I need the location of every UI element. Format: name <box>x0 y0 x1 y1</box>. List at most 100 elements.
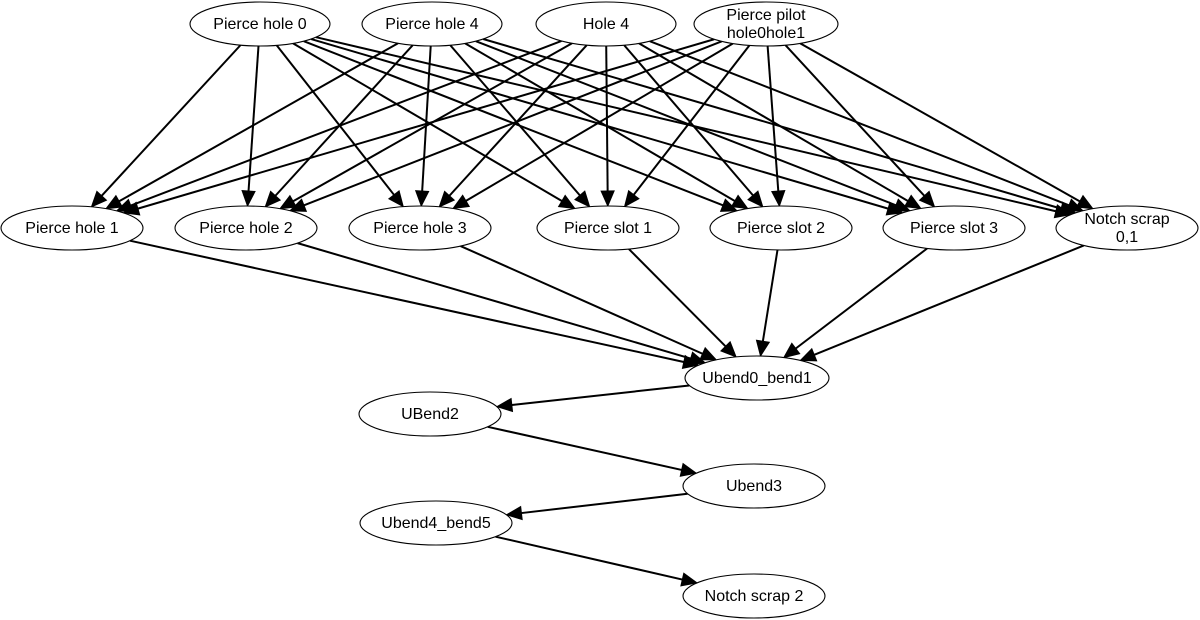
arrowhead <box>241 190 256 208</box>
arrowhead <box>699 346 718 361</box>
edge-line <box>813 244 1085 356</box>
edge-line <box>632 44 751 196</box>
edge-line <box>795 247 928 350</box>
arrowhead <box>574 190 591 208</box>
node-ubend0-bend1-label-line: Ubend0_bend1 <box>702 370 812 387</box>
edge-line <box>275 44 395 196</box>
node-pierce-slot-1-ellipse <box>536 205 680 251</box>
arrowhead <box>688 351 707 366</box>
node-pierce-hole-0-label: Pierce hole 0 <box>213 16 306 33</box>
edge-line <box>274 44 414 197</box>
node-pierce-hole-1[interactable]: Pierce hole 1 <box>0 205 144 251</box>
arrowhead <box>903 194 922 210</box>
node-ubend3-label: Ubend3 <box>726 478 782 495</box>
node-pierce-slot-3[interactable]: Pierce slot 3 <box>882 205 1026 251</box>
arrowhead <box>782 342 801 359</box>
edge-ps3-to-ub01 <box>782 247 928 359</box>
edge-pp-to-ps2 <box>766 45 786 208</box>
arrowhead <box>264 190 282 208</box>
node-pierce-hole-2-label-line: Pierce hole 2 <box>199 220 292 237</box>
node-ubend2[interactable]: UBend2 <box>358 391 502 437</box>
arrowhead <box>122 201 141 216</box>
arrowhead <box>918 190 936 208</box>
node-notch-scrap-0-1-label-line: 0,1 <box>1116 229 1138 246</box>
node-pierce-hole-1-label: Pierce hole 1 <box>25 220 118 237</box>
arrowhead <box>680 572 699 587</box>
node-ubend3-label-line: Ubend3 <box>726 478 782 495</box>
edge-line <box>521 492 688 515</box>
edge-ph1-to-ub01 <box>129 239 700 369</box>
edge-line <box>129 239 685 363</box>
arrowhead <box>600 190 615 208</box>
edge-ph0-to-ps1 <box>292 42 576 210</box>
node-ubend3[interactable]: Ubend3 <box>682 463 826 509</box>
edge-ub45-to-ns2 <box>495 535 699 587</box>
node-hole-4-label: Hole 4 <box>583 16 629 33</box>
arrowhead <box>104 194 124 210</box>
node-pierce-hole-4-label: Pierce hole 4 <box>385 16 478 33</box>
edge-line <box>421 45 432 192</box>
node-hole-4[interactable]: Hole 4 <box>535 1 677 47</box>
node-pierce-slot-2[interactable]: Pierce slot 2 <box>709 205 853 251</box>
edge-ps1-to-ub01 <box>628 248 737 358</box>
node-ubend4-bend5[interactable]: Ubend4_bend5 <box>359 500 513 546</box>
edge-h4-to-ph2 <box>278 42 573 210</box>
arrowhead <box>278 194 298 210</box>
edge-line <box>628 248 727 348</box>
edge-ph0-to-ph2 <box>241 45 260 208</box>
node-pierce-hole-4-label-line: Pierce hole 4 <box>385 16 478 33</box>
node-pierce-hole-4[interactable]: Pierce hole 4 <box>361 1 503 47</box>
edge-h4-to-ps2 <box>623 44 764 208</box>
node-pierce-hole-0[interactable]: Pierce hole 0 <box>189 1 331 47</box>
node-pierce-slot-2-label-line: Pierce slot 2 <box>737 220 825 237</box>
edge-line <box>310 38 889 210</box>
node-pierce-slot-3-label-line: Pierce slot 3 <box>910 220 998 237</box>
arrowhead <box>451 194 471 210</box>
node-pierce-slot-1-label: Pierce slot 1 <box>564 220 652 237</box>
edge-line <box>247 45 260 192</box>
node-pierce-hole-4-ellipse <box>361 1 503 47</box>
node-notch-scrap-2-label: Notch scrap 2 <box>705 588 804 605</box>
edge-line <box>460 245 703 355</box>
edge-ph3-to-ub01 <box>460 245 718 361</box>
node-pierce-hole-1-ellipse <box>0 205 144 251</box>
edge-line <box>761 249 779 342</box>
arrowhead <box>892 198 912 212</box>
node-ubend2-ellipse <box>358 391 502 437</box>
arrowhead <box>288 198 308 212</box>
node-ubend0-bend1[interactable]: Ubend0_bend1 <box>684 355 830 401</box>
arrowhead <box>557 194 576 210</box>
arrowhead <box>719 198 739 212</box>
node-pierce-hole-3[interactable]: Pierce hole 3 <box>348 205 492 251</box>
node-ubend0-bend1-label: Ubend0_bend1 <box>702 370 812 387</box>
edge-h4-to-ns01 <box>649 40 1085 212</box>
node-hole-4-ellipse <box>535 1 677 47</box>
node-pierce-slot-2-label: Pierce slot 2 <box>737 220 825 237</box>
edge-ub3-to-ub45 <box>505 492 688 521</box>
node-pierce-hole-2[interactable]: Pierce hole 2 <box>174 205 318 251</box>
edge-pp-to-ps1 <box>623 44 751 208</box>
arrowhead <box>90 190 108 208</box>
node-pierce-hole-2-label: Pierce hole 2 <box>199 220 292 237</box>
edge-ph4-to-ps3 <box>475 40 912 212</box>
edge-ph4-to-ps1 <box>449 44 591 208</box>
edge-line <box>100 44 242 197</box>
arrowhead <box>414 190 430 208</box>
edge-line <box>799 42 1081 203</box>
node-pierce-slot-1[interactable]: Pierce slot 1 <box>536 205 680 251</box>
node-notch-scrap-2[interactable]: Notch scrap 2 <box>682 573 826 619</box>
edge-ns01-to-ub01 <box>799 244 1085 362</box>
node-ubend0-bend1-ellipse <box>684 355 830 401</box>
edge-ph0-to-ph3 <box>275 44 405 208</box>
edge-line <box>130 40 562 207</box>
edge-line <box>487 425 682 471</box>
node-ubend2-label: UBend2 <box>401 406 459 423</box>
edge-ph4-to-ph2 <box>264 44 414 208</box>
arrowhead <box>623 189 640 208</box>
node-hole-4-label-line: Hole 4 <box>583 16 629 33</box>
arrowhead <box>505 505 523 521</box>
